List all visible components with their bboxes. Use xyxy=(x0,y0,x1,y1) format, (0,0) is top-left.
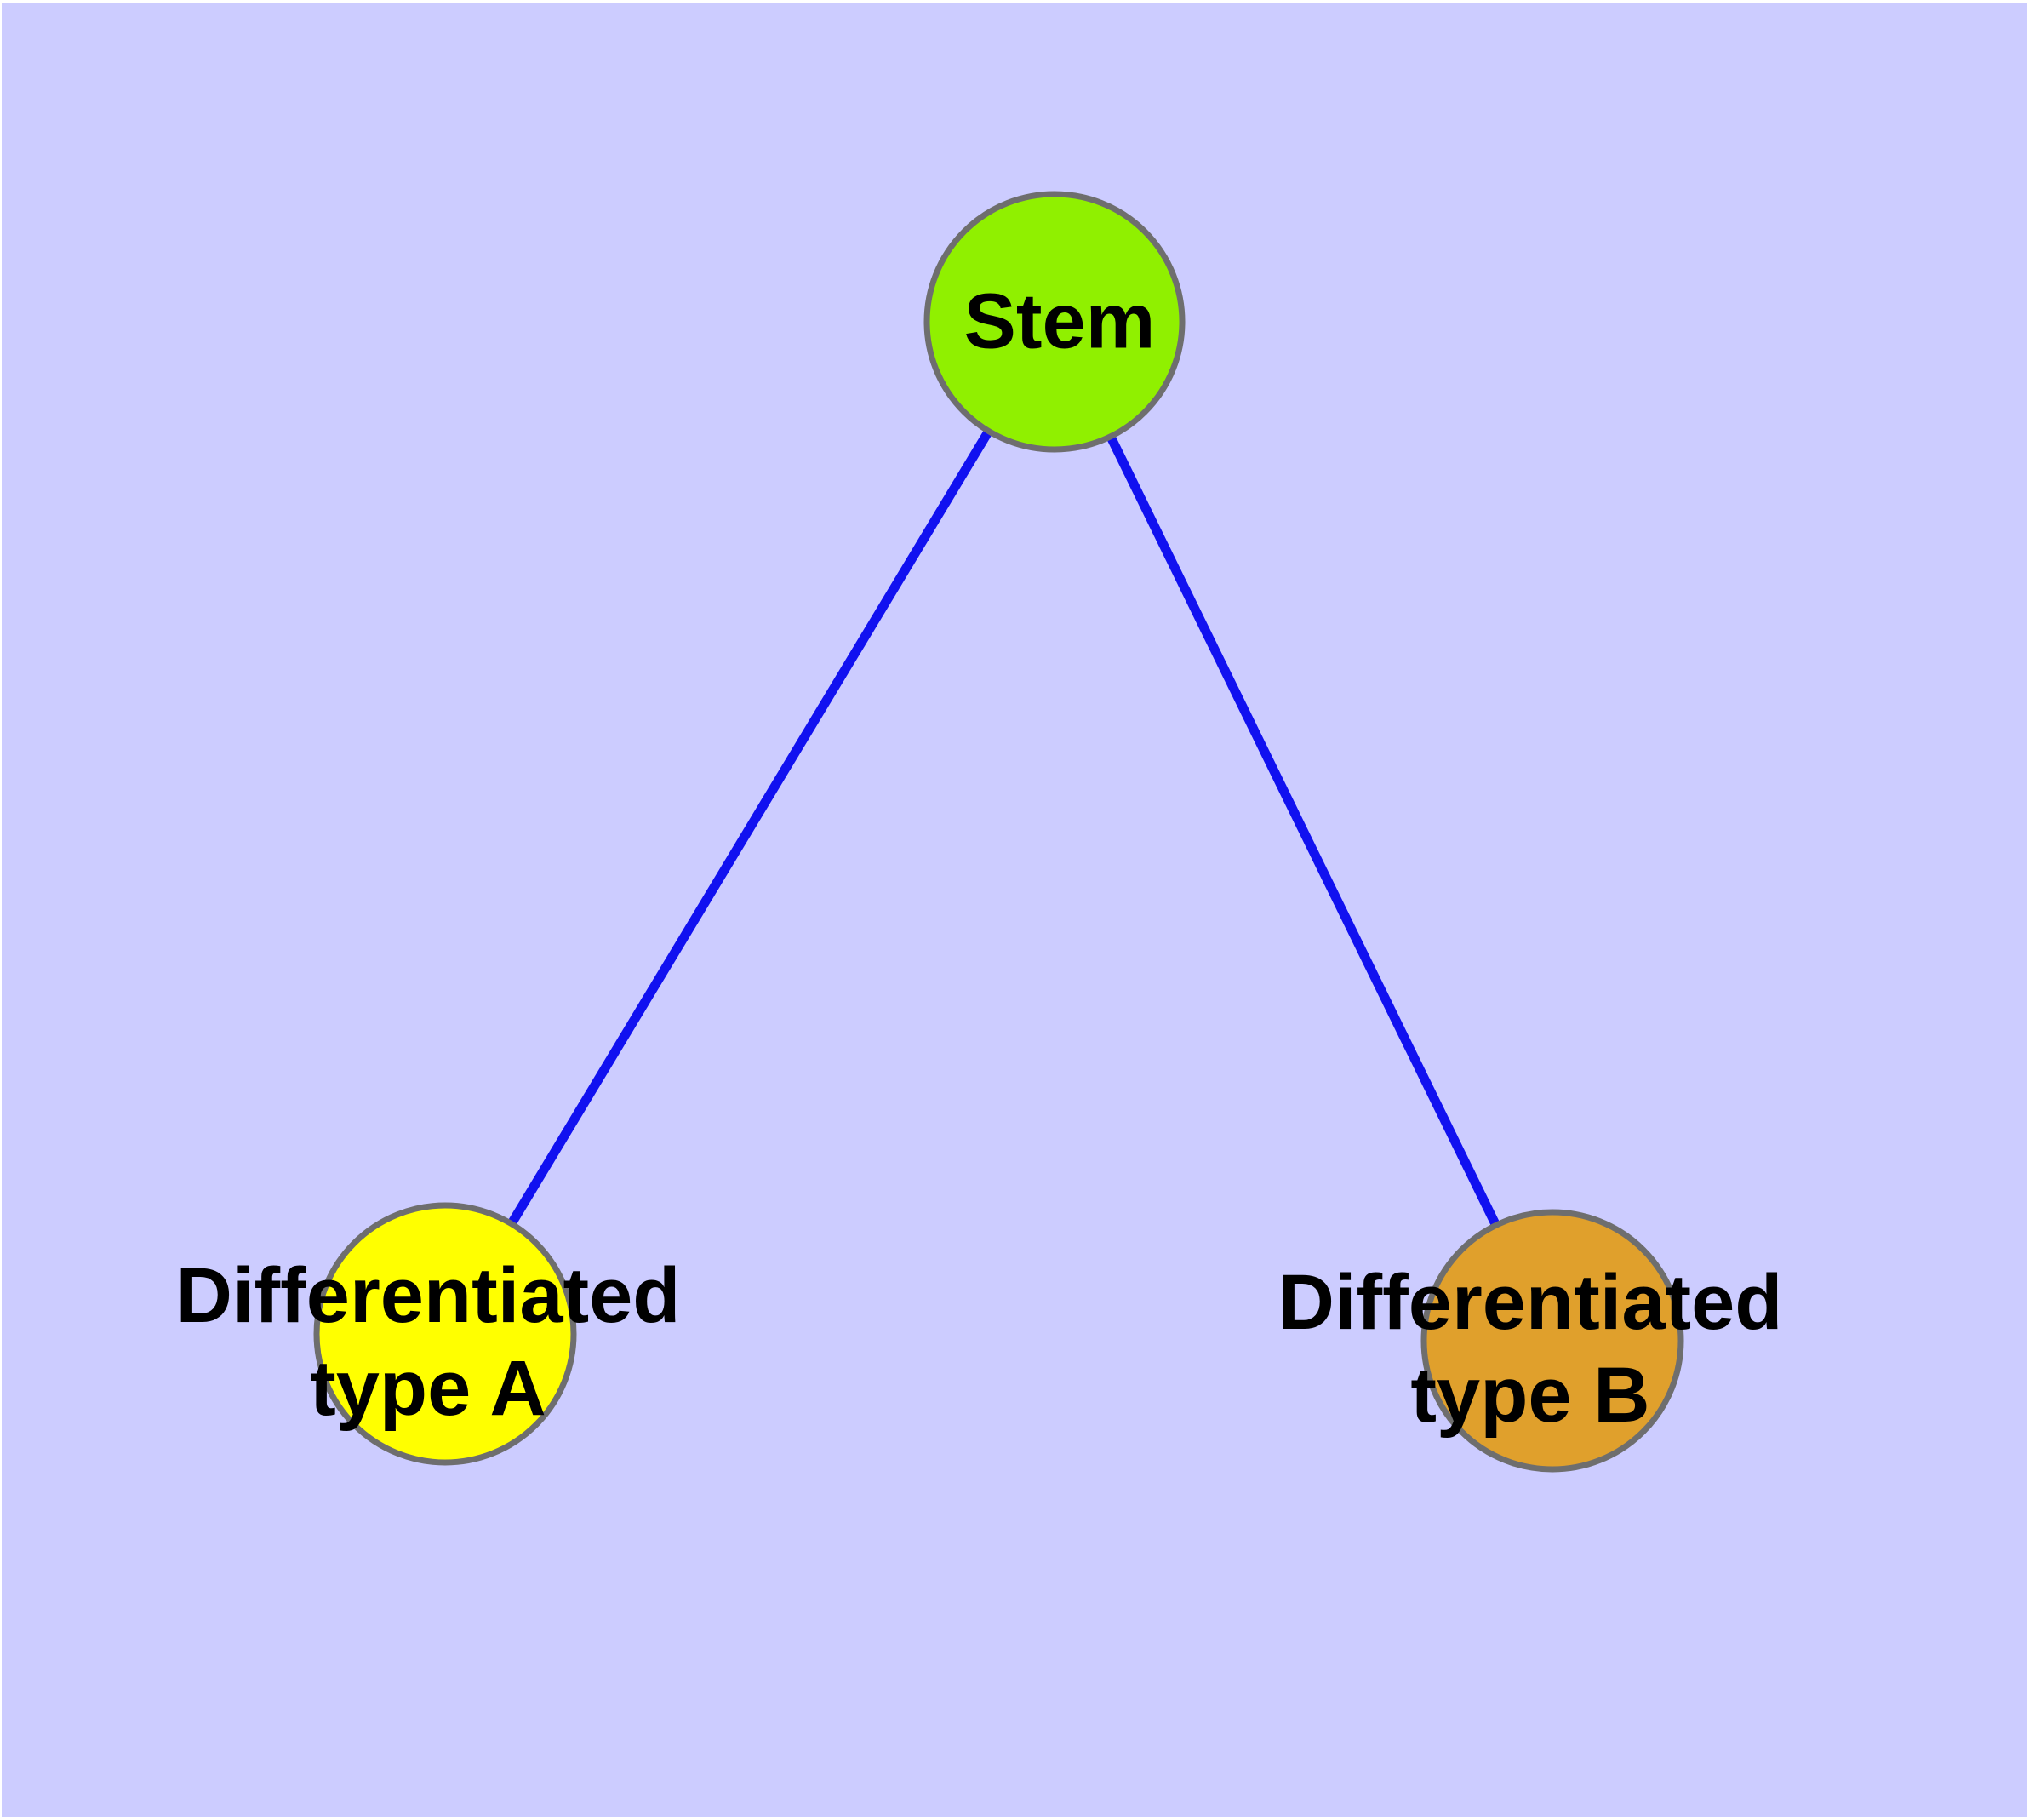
node-differentiated-type-a xyxy=(313,1202,577,1466)
node-differentiated-type-b xyxy=(1420,1209,1684,1473)
graph-svg xyxy=(313,191,1684,1473)
edge-stem-to-type-b xyxy=(1050,319,1557,1343)
node-stem xyxy=(923,191,1186,453)
diagram-canvas: Stem Differentiated type A Differentiate… xyxy=(2,3,2027,1817)
edge-stem-to-type-a xyxy=(441,319,1059,1336)
